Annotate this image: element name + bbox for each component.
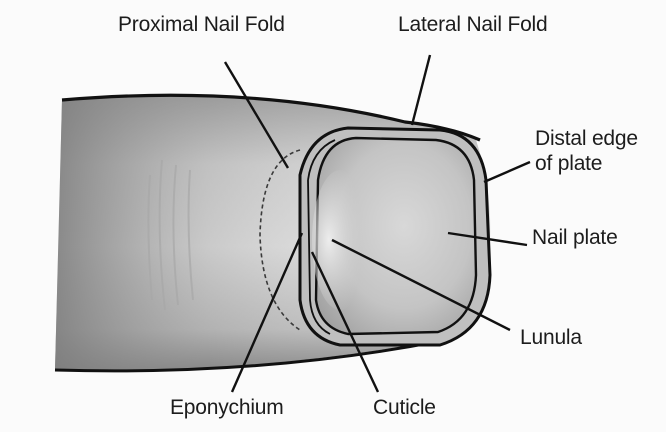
label-distal-edge-line1: Distal edge <box>535 126 638 151</box>
label-lateral-nail-fold: Lateral Nail Fold <box>398 12 548 37</box>
label-lunula: Lunula <box>520 325 582 350</box>
label-distal-edge-line2: of plate <box>535 151 638 176</box>
label-distal-edge: Distal edge of plate <box>535 126 638 176</box>
label-nail-plate: Nail plate <box>532 225 618 250</box>
lunula-area <box>312 170 368 310</box>
label-proximal-nail-fold: Proximal Nail Fold <box>118 12 285 37</box>
label-eponychium: Eponychium <box>170 395 284 420</box>
label-cuticle: Cuticle <box>373 395 436 420</box>
